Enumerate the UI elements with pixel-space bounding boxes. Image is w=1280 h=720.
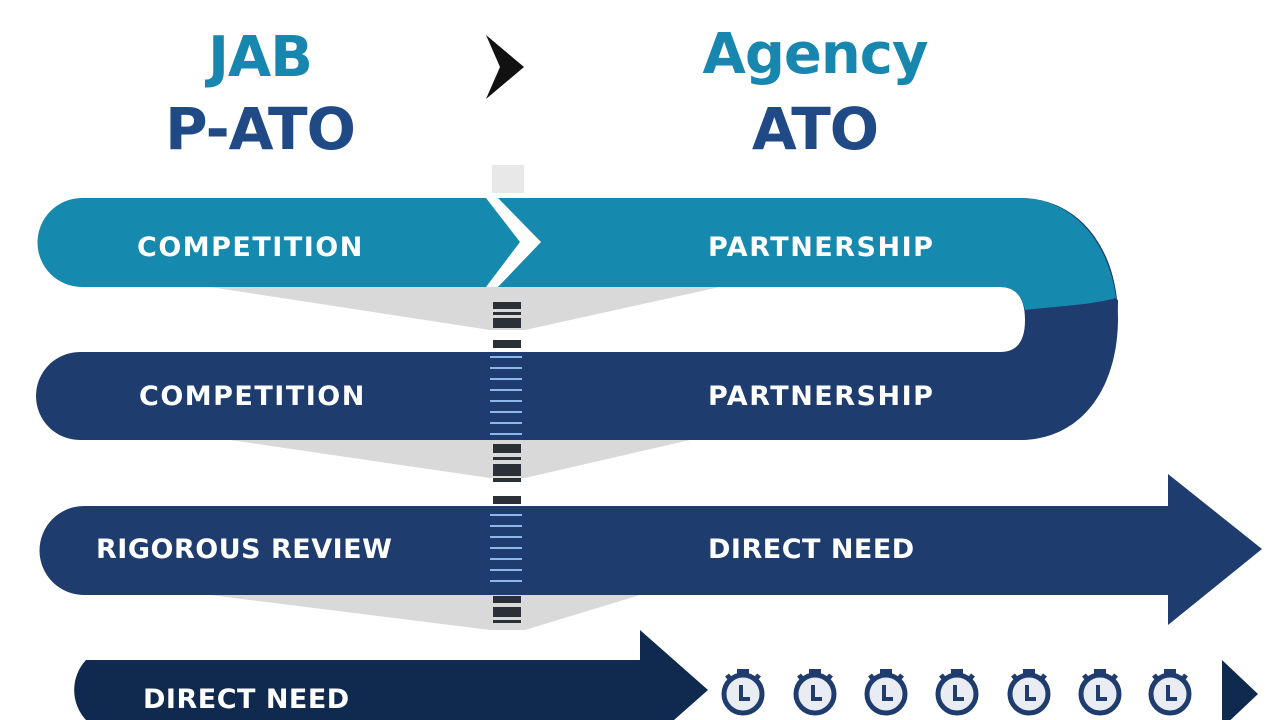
row-2-left-label: COMPETITION [139, 381, 366, 412]
shadow-funnel-2 [230, 440, 690, 478]
divider-dark-blocks [493, 302, 521, 623]
row-1-right-label: PARTNERSHIP [708, 232, 935, 263]
heading-agency: Agency [702, 22, 929, 87]
heading-jab: JAB [208, 25, 313, 90]
row-1-chevron [486, 198, 541, 287]
stopwatch-icon [721, 669, 765, 716]
stopwatch-icon [793, 669, 837, 716]
stopwatch-icon [1007, 669, 1051, 716]
row-3-arrow [39, 474, 1262, 625]
heading-ato: ATO [751, 95, 879, 163]
heading-p-ato: P-ATO [165, 95, 356, 163]
divider-light-stripes [490, 356, 522, 582]
stopwatch-icon [864, 669, 908, 716]
row-3-left-label: RIGOROUS REVIEW [96, 534, 393, 565]
row-4-arrow [74, 630, 708, 720]
stopwatch-icon [1148, 669, 1192, 716]
row-3-right-label: DIRECT NEED [708, 534, 915, 565]
stopwatch-icons [721, 669, 1192, 716]
chevron-right-icon [486, 35, 524, 99]
shadow-funnel-3 [210, 595, 640, 630]
divider-cap [492, 165, 524, 193]
shadow-funnel-1 [210, 287, 720, 330]
row-4-left-label: DIRECT NEED [143, 684, 350, 715]
triangle-right-icon [1222, 660, 1258, 720]
stopwatch-icon [1078, 669, 1122, 716]
row-2-band [36, 290, 1118, 440]
stopwatch-icon [935, 669, 979, 716]
row-2-right-label: PARTNERSHIP [708, 381, 935, 412]
row-1-left-label: COMPETITION [137, 232, 364, 263]
loop-teal [1000, 198, 1116, 310]
